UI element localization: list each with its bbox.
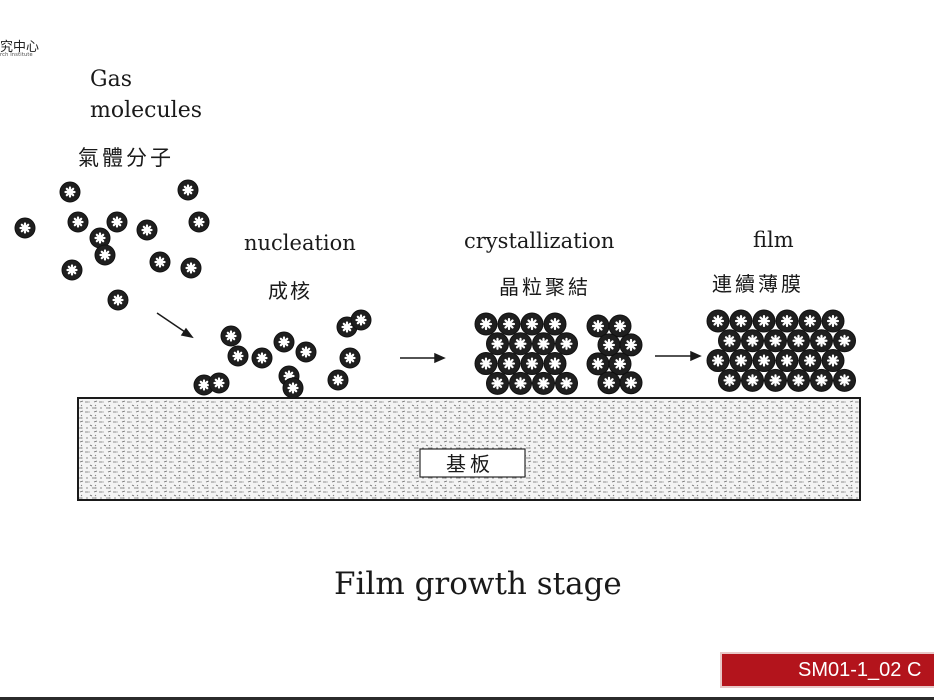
- crystallization-grain: [555, 332, 578, 356]
- crystallization-grain: [486, 371, 509, 395]
- gas-molecule: [177, 179, 199, 201]
- crystallization-grain: [497, 312, 521, 336]
- gas-molecule: [106, 211, 128, 233]
- institute-logo-text: 究中心: [0, 40, 40, 55]
- crystallization-grain: [586, 314, 610, 338]
- institute-logo-subtext: rch Institute: [0, 52, 33, 58]
- film-grain: [821, 309, 845, 333]
- gas-label-en-line1: Gas: [90, 67, 132, 92]
- crystallization-grain: [486, 332, 509, 356]
- crystallization-grain: [586, 352, 610, 376]
- film-grain: [706, 349, 730, 373]
- crystallization-grain: [608, 314, 632, 338]
- film-grain: [798, 349, 822, 373]
- film-grain: [787, 368, 810, 392]
- crystallization-grain: [520, 352, 544, 376]
- film-label-en: film: [753, 228, 794, 252]
- gas-molecule: [188, 211, 210, 233]
- figure-caption: Film growth stage: [334, 566, 622, 602]
- gas-molecule: [107, 289, 129, 311]
- film-grain: [810, 329, 833, 353]
- film-grain: [833, 368, 856, 392]
- nucleation-label-en: nucleation: [244, 231, 356, 255]
- crystallization-grain: [474, 312, 498, 336]
- film-grain: [741, 368, 764, 392]
- nucleation-molecule: [251, 347, 273, 369]
- film-grain: [764, 329, 787, 353]
- crystallization-grain: [509, 332, 532, 356]
- crystallization-grain: [532, 332, 555, 356]
- arrow-gas-to-nucleation: [156, 312, 189, 335]
- crystallization-grain: [474, 352, 498, 376]
- gas-molecule: [94, 244, 116, 266]
- film-label-zh: 連續薄膜: [712, 272, 804, 296]
- nucleation-molecule: [282, 377, 304, 399]
- film-grain: [718, 368, 741, 392]
- slide-code-badge: SM01-1_02 C: [720, 652, 934, 688]
- crystallization-grain: [509, 371, 532, 395]
- substrate-label-zh: 基板: [446, 452, 494, 476]
- crystallization-grain: [543, 352, 567, 376]
- gas-molecule: [180, 257, 202, 279]
- film-grain: [787, 329, 810, 353]
- nucleation-molecule: [350, 309, 372, 331]
- film-grain: [775, 309, 799, 333]
- gas-label-en-line2: molecules: [90, 98, 202, 123]
- gas-molecule: [59, 181, 81, 203]
- film-grain: [752, 309, 776, 333]
- film-grain: [833, 329, 856, 353]
- gas-label-zh: 氣體分子: [78, 146, 174, 170]
- film-grain: [798, 309, 822, 333]
- film-grain: [706, 309, 730, 333]
- gas-molecule: [14, 217, 36, 239]
- film-grain: [810, 368, 833, 392]
- crystallization-grain: [520, 312, 544, 336]
- nucleation-molecule: [227, 345, 249, 367]
- crystallization-grain: [543, 312, 567, 336]
- film-grain: [752, 349, 776, 373]
- crystallization-grain: [497, 352, 521, 376]
- crystallization-grain: [597, 333, 621, 357]
- crystallization-grain: [619, 333, 643, 357]
- nucleation-molecule: [208, 372, 230, 394]
- crystallization-grain: [555, 371, 578, 395]
- crystallization-label-en: crystallization: [464, 229, 614, 253]
- film-grain: [775, 349, 799, 373]
- crystallization-grain: [532, 371, 555, 395]
- film-grain: [729, 349, 753, 373]
- crystallization-grain: [619, 371, 643, 395]
- crystallization-grain: [608, 352, 632, 376]
- nucleation-molecule: [327, 369, 349, 391]
- gas-molecule: [136, 219, 158, 241]
- crystallization-grain: [597, 371, 621, 395]
- nucleation-molecule: [220, 325, 242, 347]
- nucleation-molecule: [339, 347, 361, 369]
- film-grain: [821, 349, 845, 373]
- nucleation-molecule: [273, 331, 295, 353]
- substrate-label-box: [419, 448, 526, 478]
- nucleation-label-zh: 成核: [268, 279, 312, 303]
- film-grain: [729, 309, 753, 333]
- gas-molecule: [61, 259, 83, 281]
- nucleation-molecule: [295, 341, 317, 363]
- film-grain: [741, 329, 764, 353]
- bottom-border: [0, 697, 934, 700]
- molecules-layer: [14, 179, 856, 399]
- gas-molecule: [67, 211, 89, 233]
- gas-molecule: [149, 251, 171, 273]
- film-grain: [764, 368, 787, 392]
- crystallization-label-zh: 晶粒聚結: [499, 275, 591, 299]
- film-grain: [718, 329, 741, 353]
